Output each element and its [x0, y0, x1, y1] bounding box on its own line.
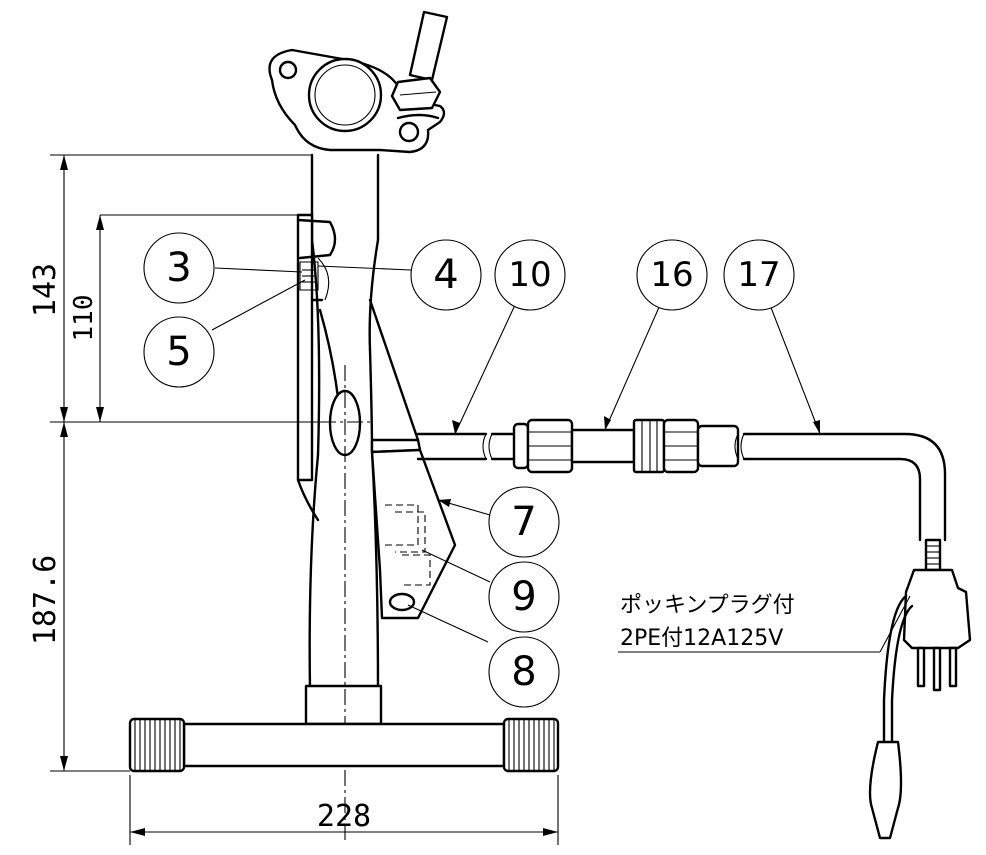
- dim-143: 143: [28, 263, 63, 317]
- balloon-10: 10: [494, 239, 566, 311]
- balloon-7: 7: [488, 486, 560, 558]
- svg-text:8: 8: [511, 649, 536, 695]
- dimension-lines: [50, 154, 559, 845]
- left-foot: [128, 717, 186, 773]
- pipe-clamp: [268, 10, 449, 154]
- svg-text:4: 4: [433, 252, 458, 298]
- dim-187-6: 187.6: [28, 555, 63, 645]
- balloon-8: 8: [488, 636, 560, 708]
- svg-text:7: 7: [511, 499, 536, 545]
- balloon-9: 9: [488, 561, 560, 633]
- balloon-5: 5: [143, 316, 215, 388]
- base-bar: [128, 717, 560, 773]
- svg-text:3: 3: [166, 245, 191, 291]
- dim-110: 110: [69, 295, 99, 342]
- svg-text:17: 17: [737, 255, 780, 295]
- plug-note-line2: 2PE付12A125V: [620, 626, 783, 651]
- svg-text:10: 10: [508, 255, 551, 295]
- plug-note-leader: [879, 595, 911, 653]
- dim-228: 228: [317, 799, 371, 834]
- svg-text:9: 9: [511, 574, 536, 620]
- junction-box: [370, 448, 457, 620]
- plug-note-line1: ポッキンプラグ付: [620, 593, 795, 618]
- side-bracket: [296, 213, 337, 522]
- right-foot: [502, 717, 560, 773]
- balloon-4: 4: [410, 239, 482, 311]
- svg-text:5: 5: [166, 329, 191, 375]
- balloon-3: 3: [143, 232, 215, 304]
- balloon-16: 16: [636, 239, 708, 311]
- cable-assembly: [416, 418, 972, 840]
- svg-text:16: 16: [650, 255, 693, 295]
- balloon-leaders: [211, 265, 821, 643]
- balloon-17: 17: [723, 239, 795, 311]
